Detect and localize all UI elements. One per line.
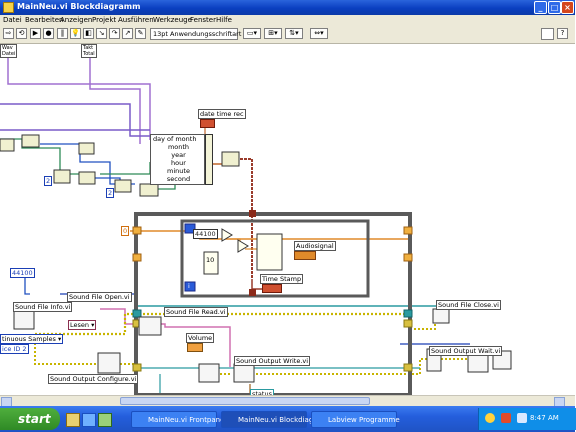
quicklaunch-desktop-icon[interactable]	[98, 413, 112, 427]
menu-hilfe[interactable]: Hilfe	[216, 16, 232, 24]
search-icon[interactable]	[541, 28, 554, 40]
abort-icon[interactable]: ●	[43, 28, 54, 39]
clean-up-icon[interactable]: ✎	[135, 28, 146, 39]
wav-datei-control[interactable]: Wav Datei	[0, 44, 18, 58]
takt-total-control[interactable]: Takt Total	[81, 44, 97, 58]
wire-layer	[0, 44, 512, 397]
font-select[interactable]: 13pt Anwendungsschriftart ▾	[150, 28, 247, 40]
pause-icon[interactable]: ‖	[57, 28, 68, 39]
run-arrow-icon[interactable]: ⇨	[3, 28, 14, 39]
date-cluster-bundle[interactable]: day of month month year hour minute seco…	[150, 134, 205, 185]
task-blockdiagramm[interactable]: MainNeu.vi Blockdiagr...	[221, 411, 322, 428]
sound-output-wait-label: Sound Output Wait.vi	[429, 346, 503, 356]
menu-datei[interactable]: Datei	[3, 16, 22, 24]
field-year: year	[171, 151, 186, 159]
task-frontpanel[interactable]: MainNeu.vi Frontpanel	[131, 411, 226, 428]
field-second: second	[166, 175, 191, 183]
distribute-objects-icon[interactable]: ⊞▾	[264, 28, 282, 39]
constant-10: 10	[206, 256, 215, 264]
system-tray	[478, 408, 576, 430]
window-title: MainNeu.vi Blockdiagramm	[17, 2, 141, 11]
tray-volume-icon[interactable]	[517, 413, 527, 423]
step-into-icon[interactable]: ↘	[96, 28, 107, 39]
audiosignal-label: Audiosignal	[294, 241, 336, 251]
iteration-terminal: i	[188, 282, 190, 290]
constant-0[interactable]: 0	[121, 226, 130, 236]
sound-file-read-label: Sound File Read.vi	[164, 307, 228, 317]
toolbar: ⇨ ⟲ ▶ ● ‖ 💡 ◧ ↘ ↷ ↗ ✎ 13pt Anwendungssch…	[0, 26, 575, 44]
block-diagram-canvas[interactable]: Wav Datei Takt Total date time rec day o…	[0, 44, 575, 399]
date-time-rec-indicator[interactable]	[200, 119, 215, 128]
field-minute: minute	[167, 167, 190, 175]
field-day-of-month: day of month	[153, 135, 197, 143]
device-id-constant[interactable]: ice ID 2	[0, 344, 29, 354]
horizontal-scrollbar[interactable]	[0, 395, 575, 407]
constant-2b[interactable]: 2	[106, 188, 115, 198]
tray-network-icon[interactable]	[485, 413, 495, 423]
run-continuous-icon[interactable]: ⟲	[16, 28, 27, 39]
menu-projekt[interactable]: Projekt	[92, 16, 117, 24]
step-over-icon[interactable]: ↷	[109, 28, 120, 39]
constant-44100-outer[interactable]: 44100	[10, 268, 35, 278]
close-button[interactable]: ×	[561, 1, 574, 14]
menu-bearbeiten[interactable]: Bearbeiten	[25, 16, 64, 24]
menu-fenster[interactable]: Fenster	[190, 16, 216, 24]
sound-file-info-label: Sound File Info.vi	[13, 302, 73, 312]
field-month: month	[167, 143, 190, 151]
date-time-rec-label: date time rec	[198, 109, 246, 119]
menu-werkzeuge[interactable]: Werkzeuge	[153, 16, 192, 24]
continuous-samples-dropdown[interactable]: tinuous Samples ▾	[0, 334, 64, 344]
volume-label: Volume	[186, 333, 215, 343]
windows-taskbar: start MainNeu.vi Frontpanel MainNeu.vi B…	[0, 406, 576, 432]
time-stamp-label: Time Stamp	[260, 274, 304, 284]
scrollbar-thumb[interactable]	[120, 397, 370, 405]
maximize-button[interactable]: □	[548, 1, 561, 14]
task-labview-programme[interactable]: Labview Programme	[311, 411, 400, 428]
menu-ausfuehren[interactable]: Ausführen	[118, 16, 154, 24]
minimize-button[interactable]: _	[534, 1, 547, 14]
sound-file-open-label: Sound File Open.vi	[67, 292, 132, 302]
sound-output-write-label: Sound Output Write.vi	[234, 356, 311, 366]
reorder-icon[interactable]: ⇅▾	[285, 28, 303, 39]
clock: 8:47 AM	[530, 414, 559, 422]
run-button[interactable]: ▶	[30, 28, 41, 39]
resize-objects-icon[interactable]: ⇔▾	[310, 28, 328, 39]
start-button[interactable]: start	[0, 408, 60, 430]
field-hour: hour	[171, 159, 186, 167]
menu-bar: Datei Bearbeiten Anzeigen Projekt Ausfüh…	[0, 15, 575, 26]
title-bar[interactable]: MainNeu.vi Blockdiagramm _ □ ×	[0, 0, 575, 15]
highlight-execution-icon[interactable]: 💡	[70, 28, 81, 39]
time-stamp-indicator[interactable]	[262, 284, 282, 293]
constant-2a[interactable]: 2	[44, 176, 53, 186]
sound-output-configure-label: Sound Output Configure.vi	[48, 374, 139, 384]
constant-44100-inner[interactable]: 44100	[193, 229, 218, 239]
font-select-label: 13pt Anwendungsschriftart	[153, 30, 242, 38]
context-help-icon[interactable]: ?	[557, 28, 568, 39]
align-objects-icon[interactable]: ▭▾	[243, 28, 261, 39]
bundle-by-name-node[interactable]	[205, 134, 213, 185]
labview-vi-icon	[3, 2, 14, 13]
audiosignal-indicator[interactable]	[294, 251, 316, 260]
step-out-icon[interactable]: ↗	[122, 28, 133, 39]
lesen-value: Lesen	[70, 321, 90, 329]
volume-control[interactable]	[187, 343, 203, 352]
quicklaunch-ie-icon[interactable]	[82, 413, 96, 427]
retain-wire-values-icon[interactable]: ◧	[83, 28, 94, 39]
tray-security-icon[interactable]	[501, 413, 511, 423]
menu-anzeigen[interactable]: Anzeigen	[60, 16, 93, 24]
quicklaunch-folder-icon[interactable]	[66, 413, 80, 427]
lesen-dropdown[interactable]: Lesen ▾	[68, 320, 97, 330]
continuous-samples-value: tinuous Samples	[2, 335, 56, 343]
sound-file-close-label: Sound File Close.vi	[436, 300, 501, 310]
